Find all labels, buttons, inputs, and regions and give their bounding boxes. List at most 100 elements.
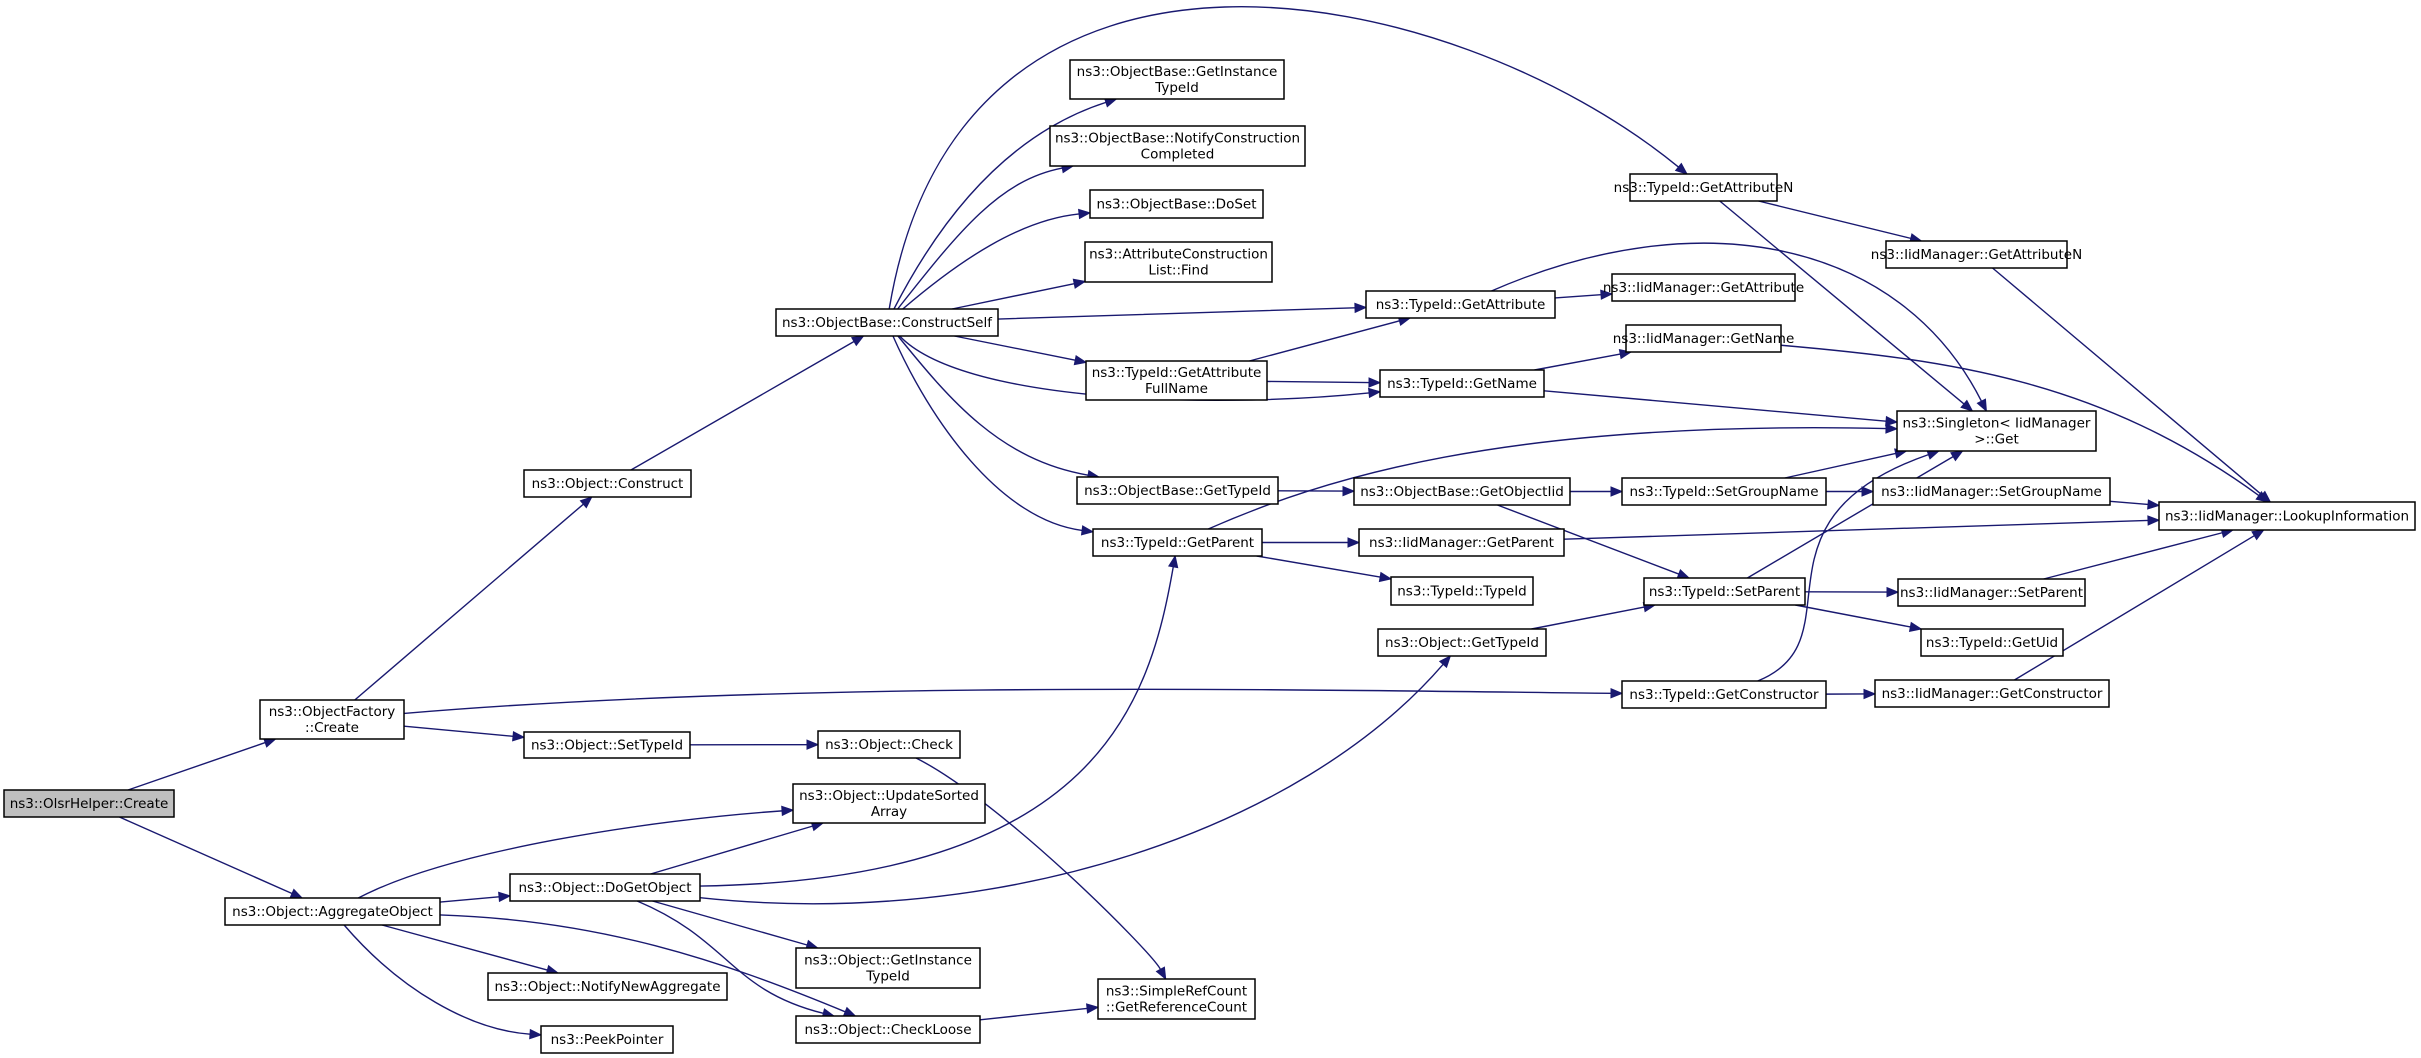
node-label: ns3::Object::DoGetObject <box>518 880 691 896</box>
node-box <box>1920 628 2064 657</box>
node-obj-get-typeid[interactable]: ns3::Object::GetTypeId <box>1377 628 1547 657</box>
node-label: Array <box>871 804 907 820</box>
arrowhead-icon <box>1368 387 1382 399</box>
edge-construct-self-to-tid-get-attribute <box>997 302 1368 320</box>
node-box <box>1885 240 2068 269</box>
node-ob-get-object-iid[interactable]: ns3::ObjectBase::GetObjectIid <box>1353 477 1571 506</box>
edge-tid-get-parent-to-singleton-get <box>1207 423 1899 530</box>
node-box <box>1896 410 2097 452</box>
edge-line <box>650 825 813 875</box>
edge-line <box>1497 504 1680 575</box>
edge-line <box>1207 427 1887 530</box>
node-do-get-object[interactable]: ns3::Object::DoGetObject <box>509 873 701 902</box>
node-tid-set-parent[interactable]: ns3::TypeId::SetParent <box>1643 577 1806 606</box>
node-construct[interactable]: ns3::Object::Construct <box>523 469 692 498</box>
edge-tid-get-attribute-n-to-singleton-get <box>1719 200 1974 412</box>
node-label: ns3::TypeId::GetAttributeN <box>1614 180 1794 196</box>
arrowhead-icon <box>1167 554 1179 569</box>
node-tid-get-constructor[interactable]: ns3::TypeId::GetConstructor <box>1621 680 1827 709</box>
node-construct-self[interactable]: ns3::ObjectBase::ConstructSelf <box>775 308 999 337</box>
node-label: ns3::ObjectBase::DoSet <box>1096 197 1256 213</box>
node-box <box>1872 477 2111 506</box>
node-tid-typeid[interactable]: ns3::TypeId::TypeId <box>1390 576 1534 606</box>
node-tid-get-name[interactable]: ns3::TypeId::GetName <box>1379 369 1545 398</box>
edge-factory-create-to-tid-get-constructor <box>403 688 1624 715</box>
node-label: ns3::Object::Construct <box>532 476 684 492</box>
edge-line <box>897 167 1063 310</box>
node-get-ref-count[interactable]: ns3::SimpleRefCount::GetReferenceCount <box>1097 978 1256 1020</box>
edge-iid-set-group-name-to-iid-lookup <box>2109 499 2161 510</box>
node-box <box>1611 273 1796 302</box>
node-box <box>1085 360 1268 401</box>
node-iid-get-parent[interactable]: ns3::IidManager::GetParent <box>1358 528 1565 557</box>
node-label: ns3::TypeId::GetName <box>1387 376 1537 392</box>
node-iid-set-group-name[interactable]: ns3::IidManager::SetGroupName <box>1872 477 2111 506</box>
edge-line <box>954 335 1076 361</box>
node-label: TypeId <box>1154 80 1199 96</box>
node-factory-create[interactable]: ns3::ObjectFactory::Create <box>259 699 405 740</box>
node-tid-get-uid[interactable]: ns3::TypeId::GetUid <box>1920 628 2064 657</box>
node-doset[interactable]: ns3::ObjectBase::DoSet <box>1089 189 1264 219</box>
node-label: ns3::IidManager::GetConstructor <box>1882 686 2103 702</box>
edge-tid-get-name-to-singleton-get <box>1543 390 1899 427</box>
edge-tid-get-name-to-iid-get-name <box>1534 348 1633 371</box>
node-label: ns3::Object::CheckLoose <box>804 1022 971 1038</box>
node-iid-get-name[interactable]: ns3::IidManager::GetName <box>1613 324 1795 353</box>
node-ob-get-typeid[interactable]: ns3::ObjectBase::GetTypeId <box>1076 476 1279 505</box>
node-notify-new-agg[interactable]: ns3::Object::NotifyNewAggregate <box>487 972 728 1001</box>
arrowhead-icon <box>1610 688 1624 699</box>
node-check-loose[interactable]: ns3::Object::CheckLoose <box>795 1015 981 1044</box>
node-label: ::Create <box>305 720 359 736</box>
node-iid-get-attribute[interactable]: ns3::IidManager::GetAttribute <box>1603 273 1804 302</box>
node-label: ns3::IidManager::GetAttribute <box>1603 280 1804 296</box>
node-tid-get-parent[interactable]: ns3::TypeId::GetParent <box>1092 528 1263 557</box>
node-tid-set-group-name[interactable]: ns3::TypeId::SetGroupName <box>1621 477 1827 506</box>
node-label: ns3::Object::NotifyNewAggregate <box>494 979 720 995</box>
node-label: ns3::IidManager::GetName <box>1613 331 1795 347</box>
node-label: ns3::IidManager::LookupInformation <box>2165 509 2409 525</box>
edge-line <box>652 900 808 946</box>
node-iid-get-constructor[interactable]: ns3::IidManager::GetConstructor <box>1874 679 2110 708</box>
node-iid-set-parent[interactable]: ns3::IidManager::SetParent <box>1897 578 2086 607</box>
node-aggregate[interactable]: ns3::Object::AggregateObject <box>224 897 441 926</box>
node-box <box>1390 576 1534 606</box>
node-set-typeid[interactable]: ns3::Object::SetTypeId <box>523 731 691 759</box>
edge-line <box>403 725 514 737</box>
node-iid-lookup[interactable]: ns3::IidManager::LookupInformation <box>2158 501 2416 531</box>
edge-construct-self-to-notify-construction <box>897 163 1075 310</box>
node-notify-construction[interactable]: ns3::ObjectBase::NotifyConstructionCompl… <box>1049 125 1306 167</box>
node-peek-pointer[interactable]: ns3::PeekPointer <box>540 1025 674 1054</box>
edge-line <box>1719 200 1965 405</box>
edge-iid-set-parent-to-iid-lookup <box>2043 527 2235 580</box>
node-olsr-create[interactable]: ns3::OlsrHelper::Create <box>3 789 175 818</box>
node-box <box>523 469 692 498</box>
node-box <box>1097 978 1256 1020</box>
edge-get-attr-fullname-to-tid-get-name <box>1266 377 1382 388</box>
edge-factory-create-to-construct <box>354 496 593 701</box>
arrowhead-icon <box>289 888 304 899</box>
arrowhead-icon <box>1674 162 1689 175</box>
node-box <box>1379 369 1545 398</box>
edge-line <box>699 663 1444 905</box>
edge-get-attr-fullname-to-tid-get-attribute <box>1249 315 1412 362</box>
node-tid-get-attribute[interactable]: ns3::TypeId::GetAttribute <box>1365 290 1556 319</box>
node-label: ns3::TypeId::GetUid <box>1926 635 2058 651</box>
edge-aggregate-to-update-sorted <box>357 805 795 899</box>
node-box <box>1621 477 1827 506</box>
node-singleton-get[interactable]: ns3::Singleton< IidManager>::Get <box>1896 410 2097 452</box>
node-obj-check[interactable]: ns3::Object::Check <box>817 730 961 759</box>
node-box <box>509 873 701 902</box>
edge-line <box>2109 500 2149 506</box>
node-box <box>523 731 691 759</box>
node-iid-get-attribute-n[interactable]: ns3::IidManager::GetAttributeN <box>1871 240 2082 269</box>
node-box <box>1049 125 1306 167</box>
node-box <box>1084 241 1273 283</box>
edge-line <box>2043 532 2223 580</box>
node-tid-get-attribute-n[interactable]: ns3::TypeId::GetAttributeN <box>1614 173 1794 202</box>
